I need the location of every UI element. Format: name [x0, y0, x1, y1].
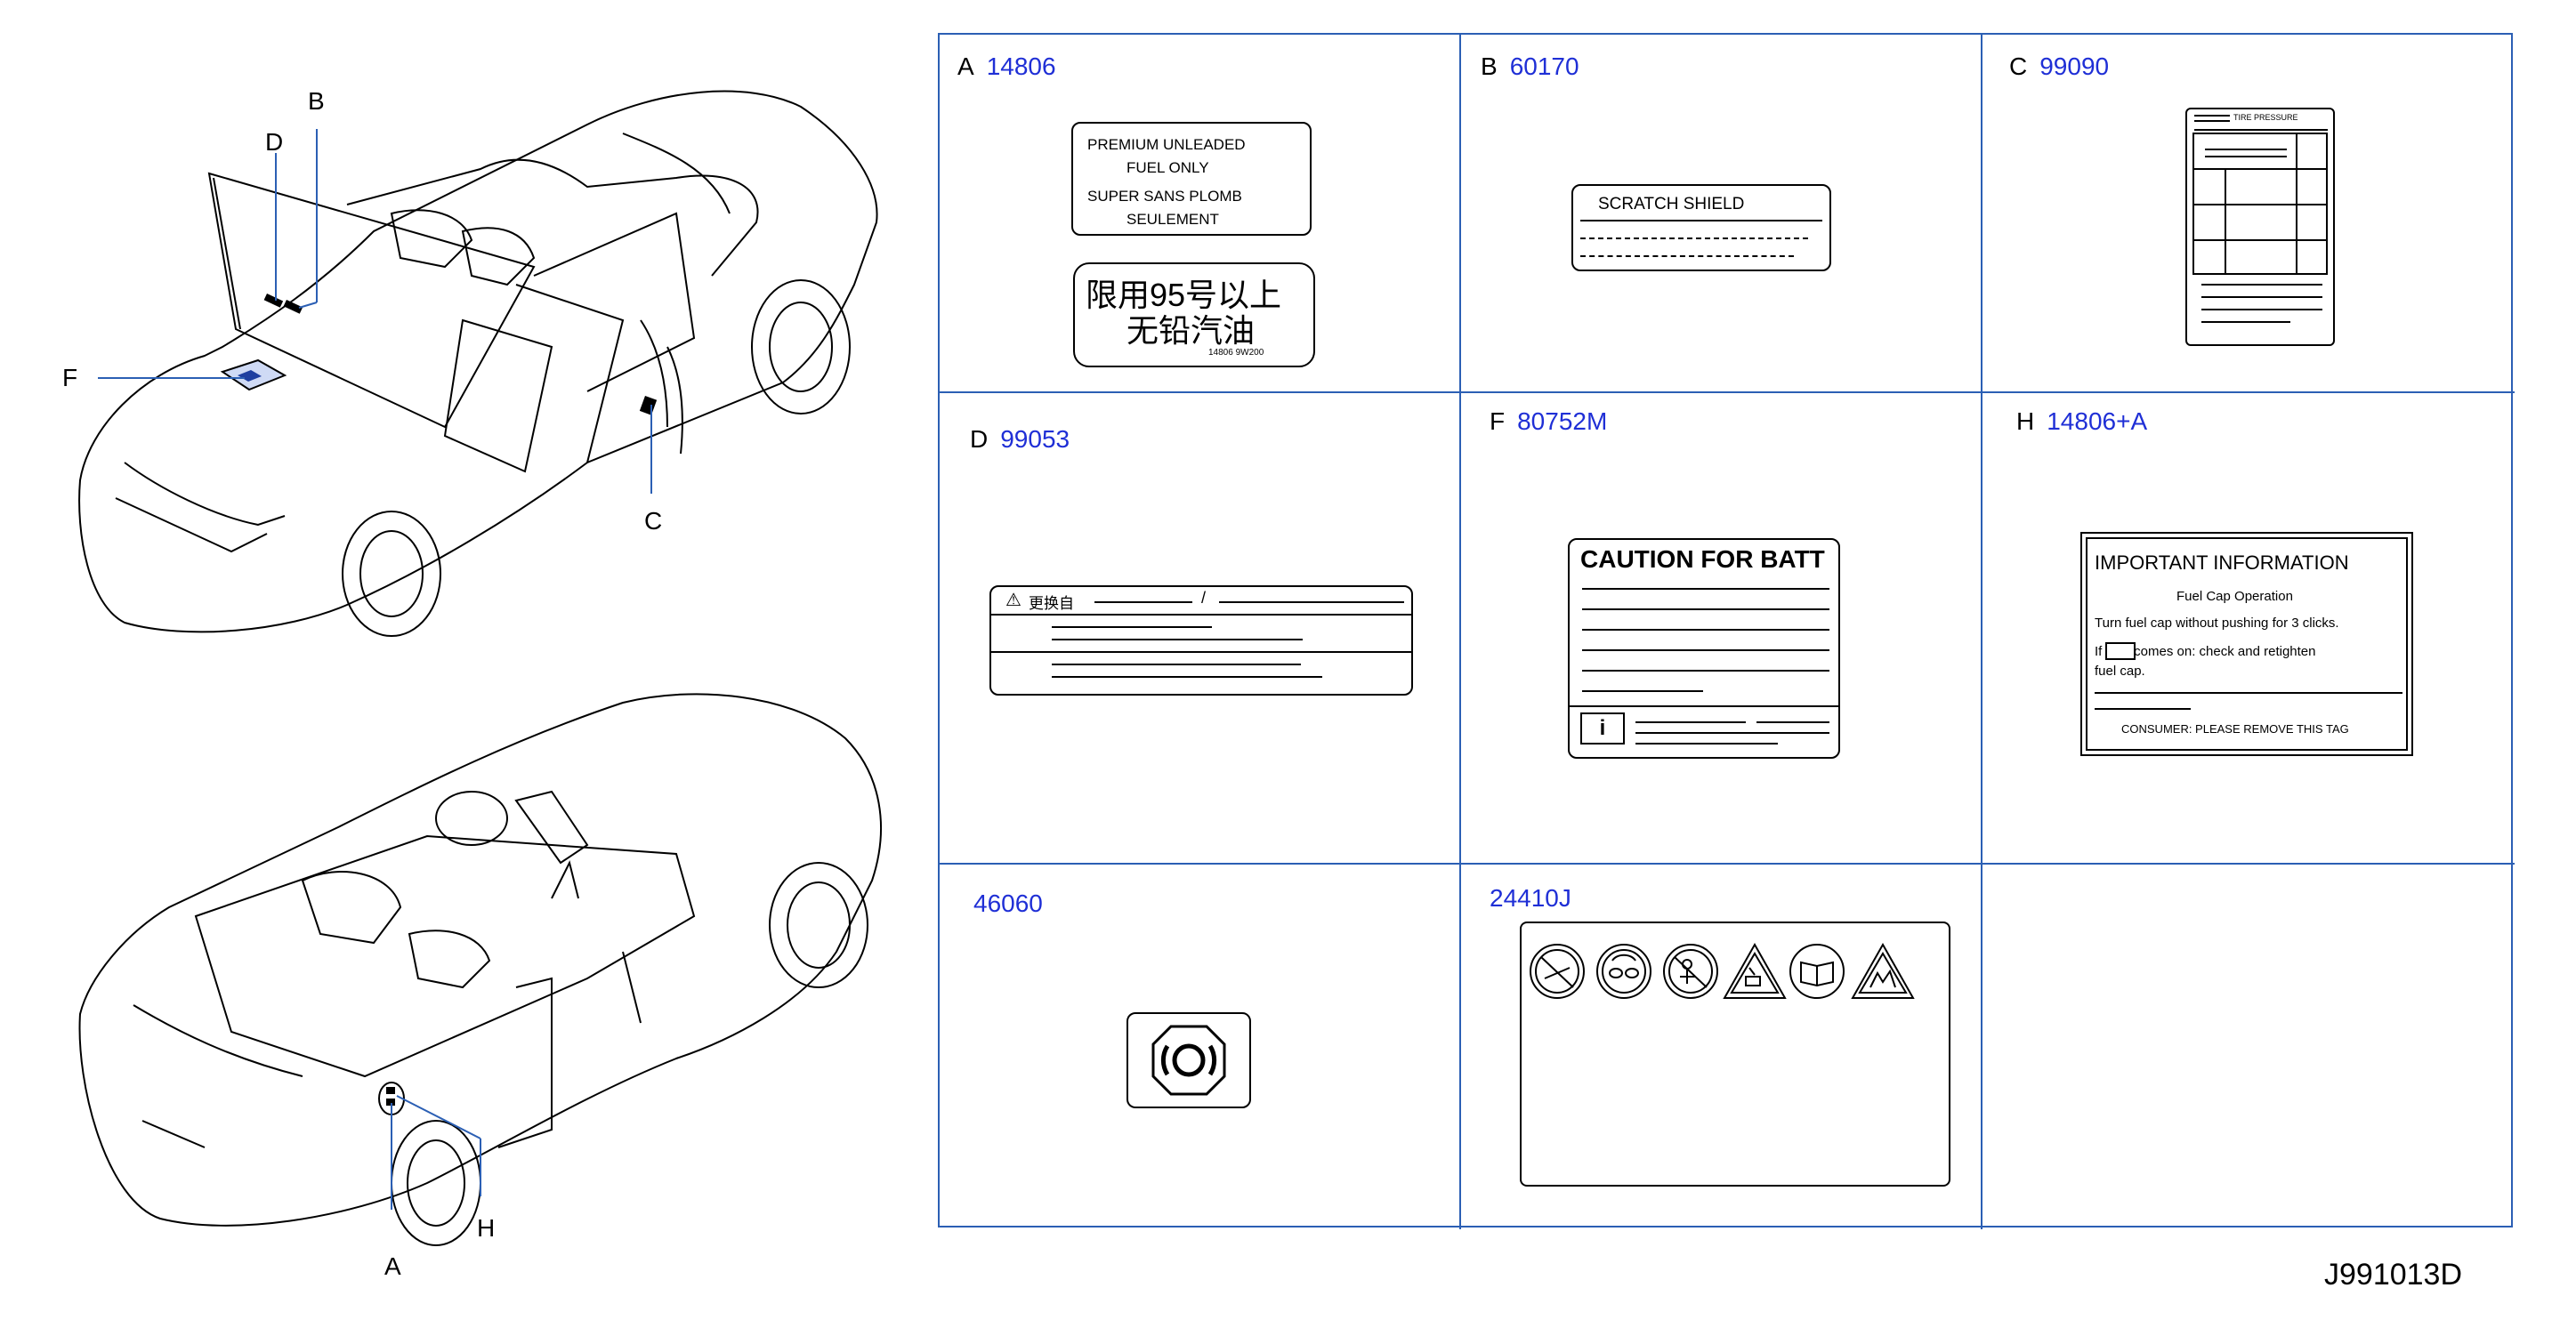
fuel-label-line3: SUPER SANS PLOMB	[1087, 188, 1242, 205]
cell-f-part-number: 80752M	[1517, 407, 1608, 435]
fuel-label-line4: SEULEMENT	[1126, 211, 1219, 228]
fuel-cap-footer: CONSUMER: PLEASE REMOVE THIS TAG	[2121, 722, 2349, 736]
cell-c-part-number: 99090	[2039, 52, 2110, 80]
eye-protection-icon	[1596, 944, 1651, 999]
cell-d-letter: D	[970, 425, 989, 453]
cell-empty	[1982, 865, 2515, 1229]
manual-info-icon: i	[1580, 712, 1625, 745]
fuel-cap-line1: Turn fuel cap without pushing for 3 clic…	[2095, 616, 2339, 631]
cell-b-letter: B	[1481, 52, 1498, 80]
cell-24410j-header: 24410J	[1490, 884, 1571, 913]
tire-pressure-title: TIRE PRESSURE	[2233, 113, 2298, 122]
fuel-cap-line3: fuel cap.	[2095, 664, 2145, 679]
callout-f: F	[62, 364, 78, 391]
cell-d-part-number: 99053	[1000, 425, 1070, 453]
keep-children-away-icon	[1663, 944, 1718, 999]
battery-warning-symbols-label	[1520, 922, 1950, 1187]
cell-c-letter: C	[2009, 52, 2028, 80]
cell-h-part-number: 14806+A	[2047, 407, 2148, 435]
fuel-cap-info-tag: IMPORTANT INFORMATION Fuel Cap Operation…	[2080, 532, 2413, 756]
brake-warning-icon	[1151, 1025, 1226, 1096]
fuel-label-line1: PREMIUM UNLEADED	[1087, 136, 1246, 153]
cell-h: H 14806+A IMPORTANT INFORMATION Fuel Cap …	[1982, 393, 2515, 865]
cell-f-letter: F	[1490, 407, 1506, 435]
cell-d-header: D 99053	[970, 425, 1070, 454]
scratch-shield-label: SCRATCH SHIELD	[1571, 184, 1831, 271]
cell-46060-part-number: 46060	[973, 889, 1043, 917]
cell-a-letter: A	[957, 52, 974, 80]
corrosive-warning-icon	[1723, 942, 1787, 999]
diagram-code: J991013D	[2324, 1258, 2463, 1292]
cell-b-part-number: 60170	[1509, 52, 1579, 80]
cell-b-header: B 60170	[1481, 52, 1579, 81]
fuel-cap-line2: If light comes on: check and retighten	[2095, 644, 2316, 659]
fuel-label-line2: FUEL ONLY	[1126, 159, 1209, 176]
battery-caution-title: CAUTION FOR BATT	[1580, 545, 1825, 573]
car-illustration-hood-open	[78, 90, 878, 637]
cell-h-letter: H	[2016, 407, 2035, 435]
callout-d: D	[265, 128, 284, 156]
label-parts-grid: A 14806 PREMIUM UNLEADED FUEL ONLY SUPER …	[938, 33, 2515, 1229]
warning-triangle-icon: ⚠	[1005, 591, 1022, 610]
cell-d: D 99053 ⚠ 更换自 /	[940, 393, 1461, 865]
cell-46060: 46060	[940, 865, 1461, 1229]
label-d-heading: 更换自	[1029, 595, 1074, 612]
callout-b: B	[308, 87, 325, 115]
tire-pressure-label: TIRE PRESSURE	[2185, 108, 2335, 346]
cell-b: B 60170 SCRATCH SHIELD	[1461, 35, 1982, 393]
explosive-warning-icon	[1851, 942, 1915, 999]
fuel-label-cn-line1: 限用95号以上	[1086, 277, 1282, 313]
read-manual-icon	[1789, 944, 1845, 999]
fuel-label-premium-unleaded: PREMIUM UNLEADED FUEL ONLY SUPER SANS PL…	[1071, 122, 1312, 236]
cell-46060-header: 46060	[973, 889, 1043, 918]
cell-a-part-number: 14806	[986, 52, 1056, 80]
callout-h: H	[477, 1214, 496, 1242]
cell-a-header: A 14806	[957, 52, 1056, 81]
fuel-label-cn-line2: 无铅汽油	[1126, 312, 1256, 349]
battery-caution-label: CAUTION FOR BATT i	[1568, 538, 1840, 759]
brake-warning-label	[1126, 1012, 1251, 1108]
cell-c-header: C 99090	[2009, 52, 2109, 81]
cell-a: A 14806 PREMIUM UNLEADED FUEL ONLY SUPER …	[940, 35, 1461, 393]
callout-a: A	[384, 1252, 401, 1280]
fuel-label-codes: 14806 9W200	[1208, 348, 1264, 358]
warning-light-icon	[2105, 642, 2136, 660]
cell-f: F 80752M CAUTION FOR BATT i	[1461, 393, 1982, 865]
cell-f-header: F 80752M	[1490, 407, 1607, 436]
car-illustration-open-top	[78, 693, 882, 1246]
no-smoking-icon	[1530, 944, 1585, 999]
label-d-separator: /	[1201, 589, 1207, 607]
cell-h-header: H 14806+A	[2016, 407, 2147, 436]
scratch-shield-title: SCRATCH SHIELD	[1598, 195, 1745, 213]
cell-c: C 99090 TIRE PRESSURE	[1982, 35, 2515, 393]
label-d-plate: ⚠ 更换自 /	[989, 585, 1413, 696]
callout-c: C	[644, 507, 663, 535]
cell-24410j: 24410J	[1461, 865, 1982, 1229]
fuel-label-chinese: 限用95号以上 无铅汽油 14806 9W200	[1073, 262, 1315, 367]
fuel-cap-title: IMPORTANT INFORMATION	[2095, 551, 2349, 574]
cell-24410j-part-number: 24410J	[1490, 884, 1571, 912]
fuel-cap-subtitle: Fuel Cap Operation	[2176, 589, 2293, 604]
